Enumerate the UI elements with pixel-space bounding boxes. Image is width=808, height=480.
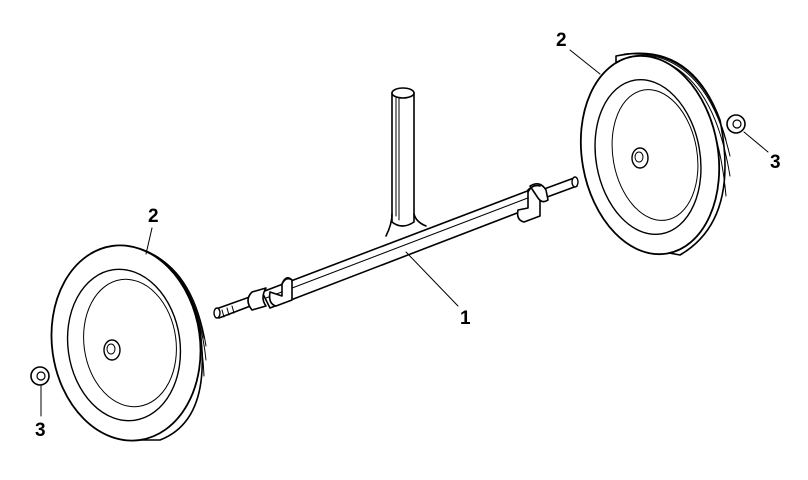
left-bracket (247, 276, 293, 311)
left-wheel-hub (103, 339, 121, 361)
callout-right-wheel: 2 (556, 30, 567, 51)
right-nut (726, 114, 746, 134)
callout-left-nut: 3 (35, 420, 46, 441)
right-bracket (516, 182, 549, 223)
leader-lines (40, 49, 769, 417)
left-nut (30, 366, 50, 386)
axle-assembly (213, 87, 579, 319)
callout-right-nut: 3 (770, 152, 781, 173)
handle-tube (391, 87, 415, 227)
right-wheel-hub (631, 147, 649, 169)
left-wheel (50, 244, 207, 442)
callout-left-wheel: 2 (148, 206, 159, 227)
right-wheel (579, 52, 731, 256)
callout-axle: 1 (460, 308, 471, 329)
